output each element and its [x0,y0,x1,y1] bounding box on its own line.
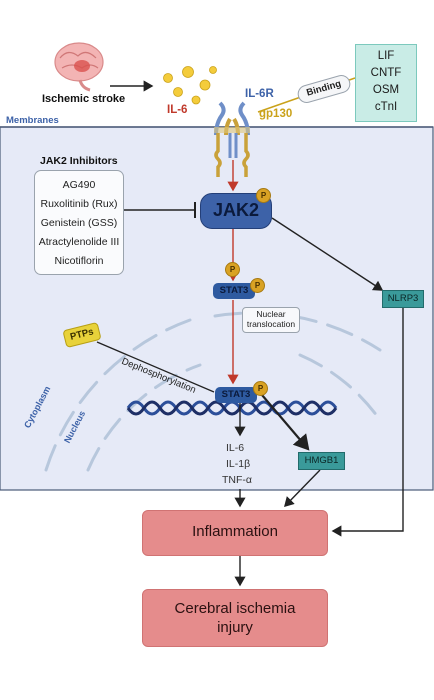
brain-icon [54,42,104,92]
il6r-gp130-receptor [214,101,250,177]
inhibitor-list: AG490 Ruxolitinib (Rux) Genistein (GSS) … [34,170,124,275]
inflammation-box: Inflammation [142,510,328,556]
il6-label: IL-6 [167,104,188,116]
nlrp3-to-inflammation-arrow [331,306,404,537]
nuclear-translocation-label: Nuclear translocation [246,309,296,329]
stat3-nucleus-phospho-badge: P [253,381,268,396]
ligand-ctni: cTnI [374,101,398,113]
jak2-label: JAK2 [212,200,260,220]
inhibitors-title: JAK2 Inhibitors [40,155,118,167]
inhibitor-ag490: AG490 [62,179,96,191]
ligand-lif: LIF [377,50,395,62]
stat3-nucleus-label: STAT3 [221,389,251,400]
stat3-free-phospho-badge: P [225,262,240,277]
nlrp3-label: NLRP3 [387,293,419,304]
jak2-phospho-badge: P [256,188,271,203]
ligand-box: LIF CNTF OSM cTnI [355,44,417,122]
hmgb1-to-inflammation-arrow [284,469,321,508]
outcome-label: Cerebral ischemia injury [174,600,296,636]
inhibitor-genistein: Genistein (GSS) [40,217,118,229]
inhibitor-ruxolitinib: Ruxolitinib (Rux) [40,198,118,210]
nlrp3-node: NLRP3 [382,290,424,308]
il6r-label: IL-6R [245,88,274,100]
inhibitor-nicotiflorin: Nicotiflorin [54,255,104,267]
stat3-nucleus-node: STAT3 [215,387,257,403]
stat3-phospho-badge: P [250,278,265,293]
jak2-to-nlrp3-arrow [271,217,384,291]
cytokine-il6: IL-6 [226,442,245,454]
dephosphorylation-line [96,341,215,393]
inhibitor-atractylenolide: Atractylenolide III [38,236,120,248]
ptps-label: PTPs [69,326,95,343]
outcome-box: Cerebral ischemia injury [142,589,328,647]
il6-molecules [163,66,217,105]
ligand-osm: OSM [372,84,400,96]
ligand-cntf: CNTF [370,67,402,79]
cytokine-tnfa: TNF-α [222,474,252,486]
cytokine-il1b: IL-1β [226,458,251,470]
gp130-label: gp130 [259,108,293,120]
ischemic-stroke-label: Ischemic stroke [42,93,126,105]
hmgb1-label: HMGB1 [304,455,339,466]
inflammation-label: Inflammation [192,523,278,540]
nuclear-envelope [44,311,382,472]
nuclear-translocation-box: Nuclear translocation [242,307,300,333]
stat3-cytoplasm-node: STAT3 [213,283,255,299]
stat3-cytoplasm-label: STAT3 [219,285,249,296]
membranes-label: Membranes [6,115,59,126]
hmgb1-node: HMGB1 [298,452,345,470]
stat3-to-hmgb1-arrow [261,394,310,451]
